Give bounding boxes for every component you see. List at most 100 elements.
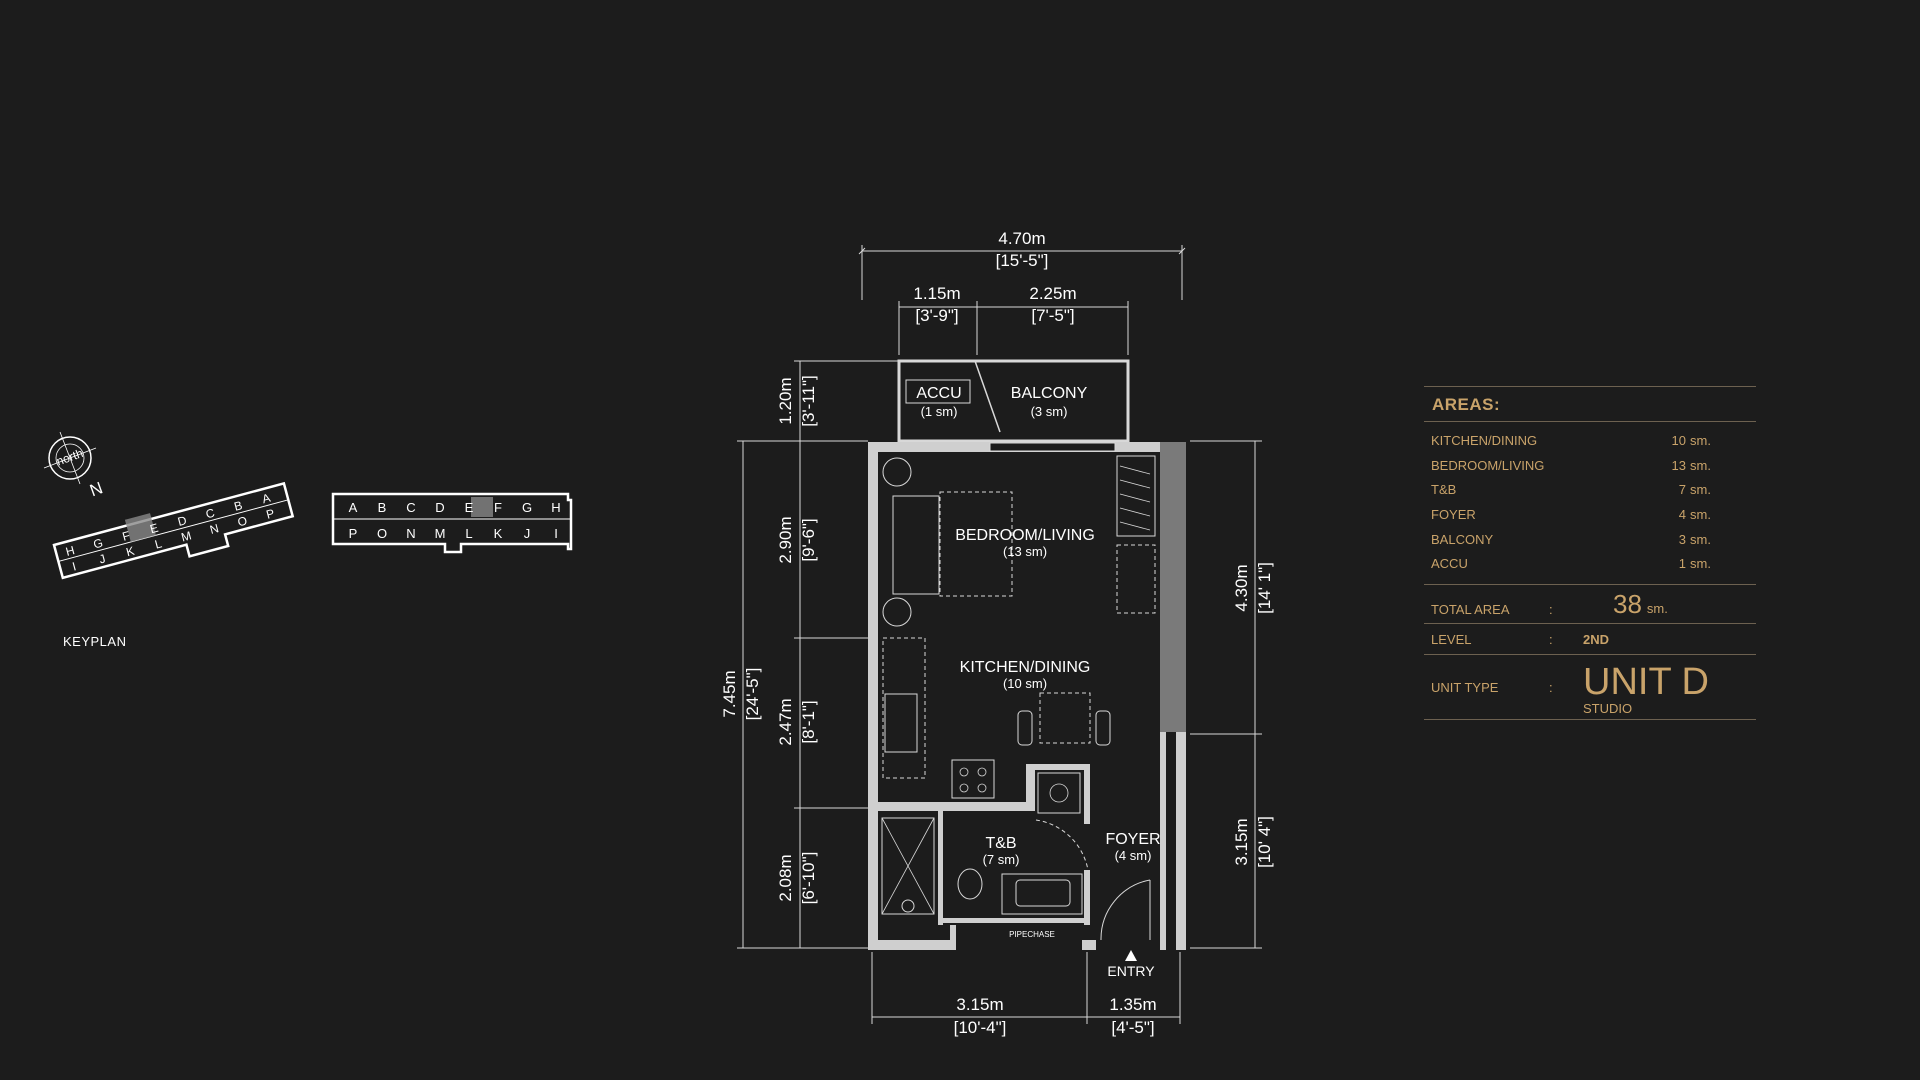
area-name: FOYER <box>1431 506 1476 522</box>
dim-total-depth-ft: [24'-5"] <box>743 668 762 721</box>
dim-total-width-m: 4.70m <box>998 229 1045 248</box>
dimension-lines <box>737 245 1262 1024</box>
keyplan-unit-letter: G <box>522 500 532 515</box>
dim-balcony-depth-ft: [3'-11"] <box>799 375 818 427</box>
keyplan-unit-letter: A <box>261 491 272 507</box>
area-value: 7 <box>1678 482 1686 498</box>
keyplan-unit-letter: F <box>121 528 132 543</box>
unit-type-row: UNIT TYPE : UNIT D STUDIO <box>1424 655 1756 719</box>
dim-accu-width-m: 1.15m <box>913 284 960 303</box>
dim-balcony-width-m: 2.25m <box>1029 284 1076 303</box>
unit-type-sub: STUDIO <box>1583 700 1633 716</box>
dim-bottom-left-ft: [10'-4"] <box>954 1018 1007 1037</box>
dim-accu-width-ft: [3'-9"] <box>915 306 958 325</box>
keyplan-unit-letter: L <box>465 526 472 541</box>
area-name: KITCHEN/DINING <box>1431 432 1538 448</box>
area-unit: sm. <box>1690 457 1711 473</box>
entry-arrow-icon <box>1125 950 1137 961</box>
keyplan-unit-letter: B <box>378 500 387 515</box>
keyplan-unit-letter: L <box>153 536 163 551</box>
level-label: LEVEL <box>1431 631 1472 647</box>
room-name-kitchen: KITCHEN/DINING <box>960 659 1091 676</box>
dim-right-lower-ft: [10' 4"] <box>1255 816 1274 868</box>
total-area-unit: sm. <box>1646 600 1668 616</box>
room-area-balcony: (3 sm) <box>1031 404 1068 419</box>
keyplan-unit-letter: D <box>435 500 444 515</box>
area-unit: sm. <box>1690 506 1711 522</box>
keyplan-unit-letter: E <box>465 500 474 515</box>
dim-right-lower-m: 3.15m <box>1232 818 1251 865</box>
total-area-row: TOTAL AREA : 38 sm. <box>1424 585 1756 623</box>
keyplan-unit-letter: C <box>204 506 216 522</box>
unit-plan <box>868 359 1186 961</box>
dim-bottom-right-ft: [4'-5"] <box>1111 1018 1154 1037</box>
keyplan-unit-letter: D <box>176 513 188 529</box>
area-unit: sm. <box>1690 531 1711 547</box>
keyplan-unit-letter: F <box>494 500 502 515</box>
dim-total-width-ft: [15'-5"] <box>996 251 1049 270</box>
keyplan-unit-letter: N <box>208 521 220 537</box>
area-unit: sm. <box>1690 432 1711 448</box>
dim-balcony-depth-m: 1.20m <box>776 377 795 424</box>
room-name-balcony: BALCONY <box>1011 385 1088 402</box>
area-value: 13 <box>1671 457 1686 473</box>
pipechase-label: PIPECHASE <box>1009 930 1055 939</box>
keyplan-unit-letter: O <box>377 526 387 541</box>
keyplan-unit-letter: N <box>406 526 415 541</box>
keyplan-unit-letter: B <box>232 498 243 514</box>
unit-type-colon: : <box>1549 679 1553 695</box>
keyplan-unit-letter: P <box>349 526 358 541</box>
entry-label: ENTRY <box>1107 963 1155 979</box>
dim-balcony-width-ft: [7'-5"] <box>1031 306 1074 325</box>
keyplan-unit-letter: P <box>265 506 276 522</box>
keyplan-label: KEYPLAN <box>63 634 126 649</box>
room-area-tb: (7 sm) <box>983 852 1020 867</box>
keyplan-unit-letter: J <box>98 551 107 566</box>
area-value: 3 <box>1678 531 1686 547</box>
keyplan-unit-letter: G <box>92 536 105 552</box>
dim-right-upper-m: 4.30m <box>1232 564 1251 611</box>
compass-icon: north N <box>43 431 105 500</box>
dim-bedroom-depth-ft: [9'-6"] <box>799 518 818 561</box>
areas-title: AREAS: <box>1432 395 1501 414</box>
room-labels: ACCU (1 sm) BALCONY (3 sm) BEDROOM/LIVIN… <box>916 385 1160 979</box>
keyplan-unit-letter: H <box>551 500 560 515</box>
level-colon: : <box>1549 631 1553 647</box>
dim-tb-depth-ft: [6'-10"] <box>799 852 818 905</box>
keyplan-unit-letter: K <box>494 526 503 541</box>
area-name: ACCU <box>1431 556 1468 572</box>
keyplan-unit-letter: O <box>236 513 249 529</box>
keyplan-unit-letter: C <box>406 500 415 515</box>
keyplan-unit-letter: I <box>554 526 558 541</box>
area-name: T&B <box>1431 482 1457 498</box>
area-unit: sm. <box>1690 556 1711 572</box>
keyplan-unit-letter: I <box>71 559 78 573</box>
level-value: 2ND <box>1583 631 1610 647</box>
dim-kitchen-depth-ft: [8'-1"] <box>799 700 818 743</box>
area-value: 1 <box>1678 556 1686 572</box>
unit-type-label: UNIT TYPE <box>1431 679 1499 695</box>
area-value: 10 <box>1671 432 1686 448</box>
total-area-label: TOTAL AREA <box>1431 601 1510 617</box>
dim-kitchen-depth-m: 2.47m <box>776 698 795 745</box>
room-area-accu: (1 sm) <box>921 404 958 419</box>
room-area-bedroom: (13 sm) <box>1003 544 1047 559</box>
total-area-value: 38 <box>1613 588 1642 619</box>
room-name-bedroom: BEDROOM/LIVING <box>955 527 1095 544</box>
room-name-tb: T&B <box>985 835 1016 852</box>
unit-type-value: UNIT D <box>1583 660 1709 703</box>
keyplan-unit-letter: E <box>148 521 159 537</box>
dim-right-upper-ft: [14' 1"] <box>1255 562 1274 614</box>
